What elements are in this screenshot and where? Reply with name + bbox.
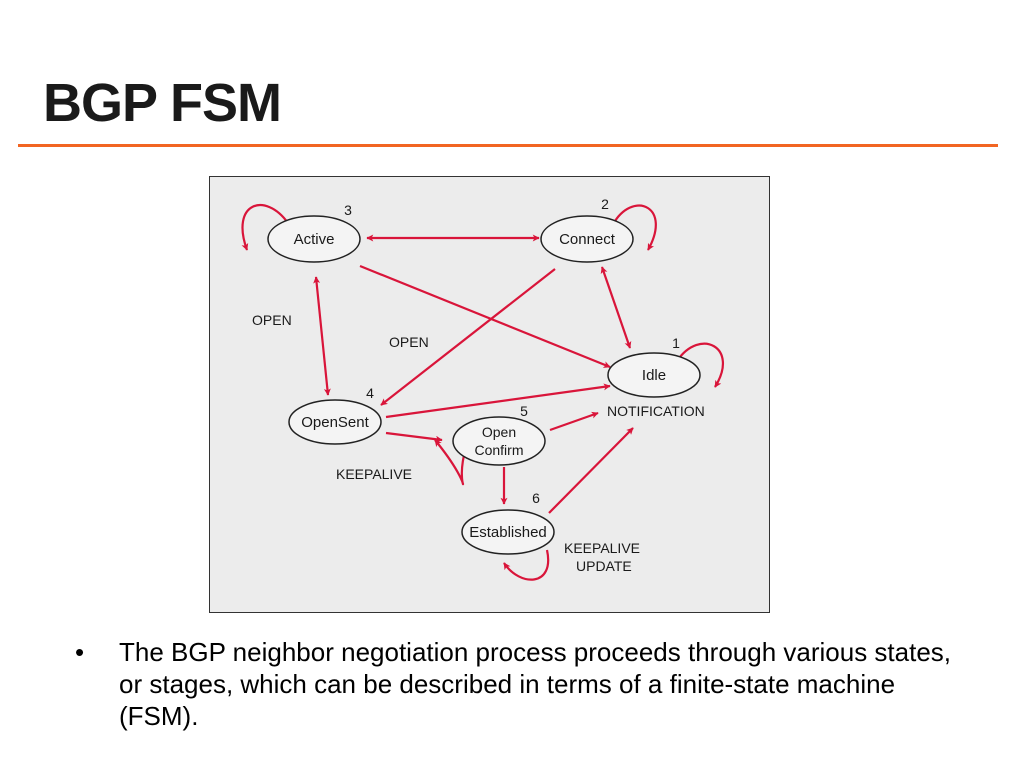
state-idle-label: Idle	[642, 367, 666, 384]
arrow-openconfirm-idle	[549, 411, 599, 432]
state-opensent-ellipse	[288, 399, 382, 445]
state-established-ellipse	[461, 509, 555, 555]
state-connect-label: Connect	[559, 231, 616, 248]
title-divider	[18, 144, 998, 147]
arrow-connect-opensent	[380, 268, 556, 406]
state-connect-number: 2	[601, 196, 609, 212]
arrow-established-idle	[548, 427, 634, 514]
state-openconfirm-label-line1: Open	[482, 424, 516, 440]
slide-title: BGP FSM	[43, 73, 282, 133]
state-opensent-label: OpenSent	[301, 414, 369, 431]
state-active: Active 3	[267, 202, 361, 263]
fsm-diagram-canvas: Active 3 Connect 2 Idle 1 OpenSent 4 Ope…	[241, 196, 724, 581]
state-idle-ellipse	[607, 352, 701, 398]
label-update: UPDATE	[576, 558, 632, 574]
label-keepalive-right: KEEPALIVE	[564, 540, 640, 556]
state-openconfirm-label-line2: Confirm	[474, 442, 523, 458]
label-keepalive-left: KEEPALIVE	[336, 466, 412, 482]
state-established-number: 6	[532, 490, 540, 506]
state-opensent: OpenSent 4	[288, 385, 382, 445]
loop-active	[241, 204, 289, 251]
loop-idle	[676, 342, 724, 388]
state-active-number: 3	[344, 202, 352, 218]
label-open-left: OPEN	[252, 312, 292, 328]
label-open-center: OPEN	[389, 334, 429, 350]
loop-established	[503, 549, 550, 581]
state-active-ellipse	[267, 215, 361, 263]
arrow-active-opensent	[313, 276, 331, 396]
arrow-opensent-openconfirm	[385, 431, 443, 443]
state-established-label: Established	[469, 524, 547, 541]
state-connect-ellipse	[540, 215, 634, 263]
loop-openconfirm	[434, 439, 466, 486]
state-idle: Idle 1	[607, 335, 701, 398]
state-openconfirm: Open Confirm 5	[452, 403, 546, 466]
state-openconfirm-ellipse	[452, 416, 546, 466]
state-opensent-number: 4	[366, 385, 374, 401]
state-openconfirm-number: 5	[520, 403, 528, 419]
bullet-text: The BGP neighbor negotiation process pro…	[119, 637, 952, 731]
state-connect: Connect 2	[540, 196, 634, 263]
arrow-opensent-idle	[385, 383, 611, 419]
arrow-connect-idle	[600, 266, 632, 349]
bgp-fsm-diagram: Active 3 Connect 2 Idle 1 OpenSent 4 Ope…	[209, 176, 770, 613]
loop-connect	[614, 204, 657, 251]
state-active-label: Active	[294, 231, 335, 248]
bullet-marker: •	[75, 637, 85, 667]
label-notification: NOTIFICATION	[607, 403, 705, 419]
state-idle-number: 1	[672, 335, 680, 351]
state-established: Established 6	[461, 490, 555, 555]
arrow-active-idle	[359, 264, 611, 369]
